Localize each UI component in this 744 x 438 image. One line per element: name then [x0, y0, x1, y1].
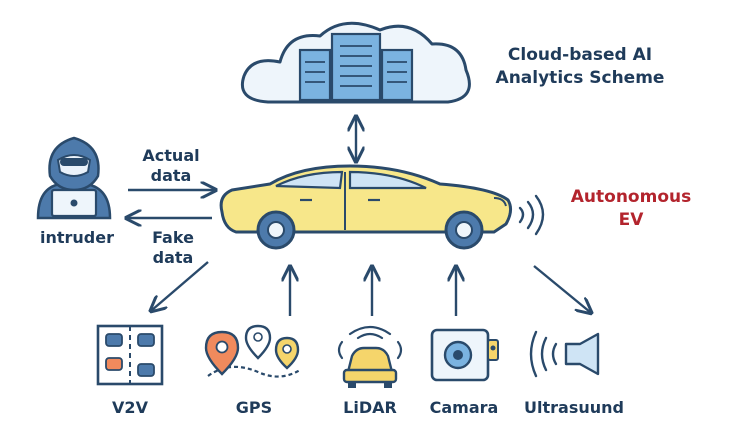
cloud-title: Cloud-based AI Analytics Scheme: [470, 44, 690, 90]
camera-icon: [430, 328, 499, 382]
ultrasound-arrow: [533, 265, 590, 312]
fake-data-label: Fake data: [152, 228, 194, 267]
sensor-label-lidar: LiDAR: [343, 398, 397, 417]
server-icon: [298, 32, 414, 102]
sensor-label-gps: GPS: [235, 398, 273, 417]
car-signal-icon: [518, 194, 545, 236]
ev-label-line1: Autonomous: [570, 187, 692, 207]
cloud-icon: [241, 21, 471, 104]
v2v-icon: [96, 324, 164, 386]
sensor-label-v2v: V2V: [112, 398, 148, 417]
intruder-label: intruder: [40, 228, 114, 247]
ev-label: Autonomous EV: [556, 186, 706, 232]
lidar-icon: [337, 325, 403, 388]
car-icon: [219, 164, 513, 250]
cloud-title-line1: Cloud-based AI: [507, 45, 653, 65]
v2v-arrow: [152, 261, 209, 310]
sensor-label-ultrasound: Ultrasuund: [524, 398, 624, 417]
ev-label-line2: EV: [618, 210, 644, 230]
cloud-title-line2: Analytics Scheme: [495, 68, 665, 88]
ultrasound-icon: [529, 330, 600, 378]
gps-icon: [204, 324, 301, 378]
sensor-label-camera: Camara: [429, 398, 499, 417]
actual-data-label: Actual data: [142, 146, 200, 185]
intruder-icon: [36, 136, 112, 220]
